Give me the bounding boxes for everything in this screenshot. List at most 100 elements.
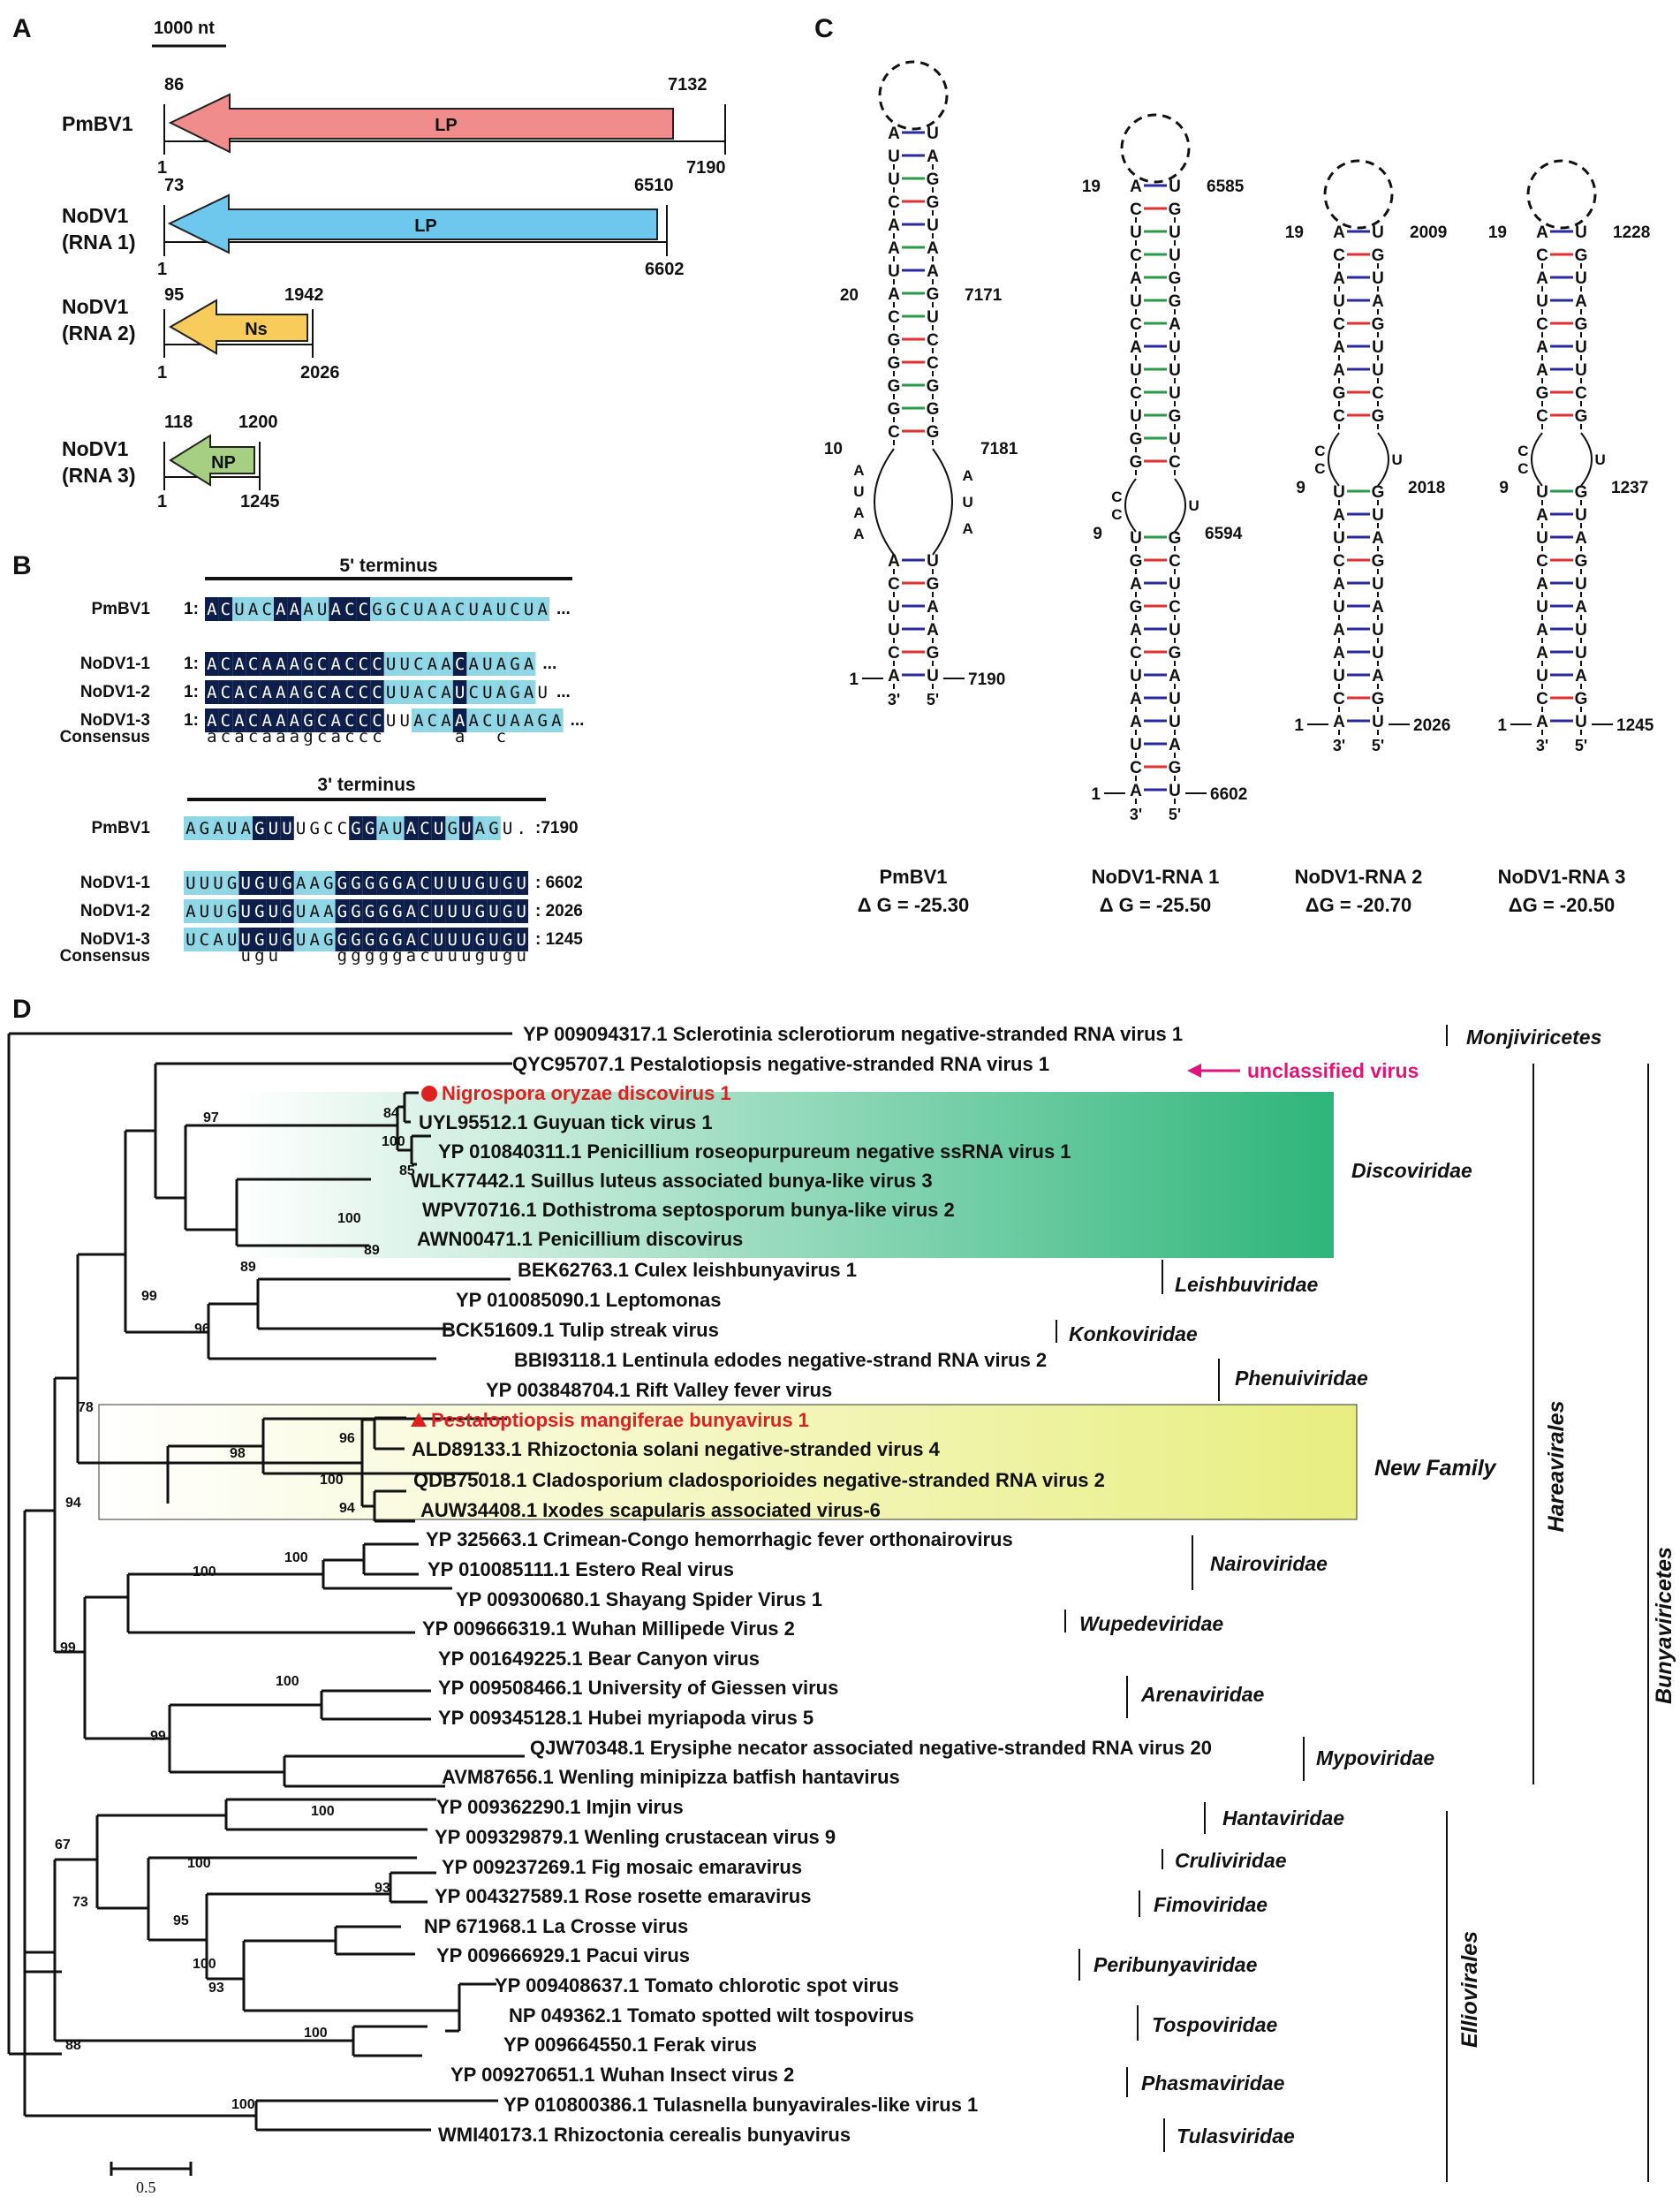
rna-base: U xyxy=(1333,529,1345,548)
rna-base: G xyxy=(1575,552,1588,571)
alignment-cell-shade xyxy=(390,816,405,840)
rna-base: C xyxy=(1130,384,1142,403)
alignment-cell-shade xyxy=(205,680,219,704)
alignment-cell-shade xyxy=(362,871,377,895)
alignment-cell-shade xyxy=(224,928,239,951)
alignment-cell-shade xyxy=(473,871,488,895)
alignment-base: G xyxy=(365,930,375,950)
rna-base: U xyxy=(1169,575,1181,594)
rna-base: G xyxy=(1130,552,1143,571)
alignment-cell-shade xyxy=(232,652,246,676)
alignment-cell-shade xyxy=(521,708,536,732)
rna-base: A xyxy=(1333,223,1345,242)
alignment-base: G xyxy=(475,874,485,893)
alignment-base: U xyxy=(296,819,306,838)
position-label: 9 xyxy=(1093,525,1102,543)
rna-base: A xyxy=(927,148,939,166)
rna-base: U xyxy=(927,667,939,686)
alignment-cell-shade xyxy=(335,928,350,951)
rna-base: G xyxy=(888,331,901,350)
alignment-base: A xyxy=(406,930,417,950)
alignment-base: U xyxy=(524,600,534,619)
panel-label-d: D xyxy=(12,995,32,1024)
taxon-label: YP 325663.1 Crimean-Congo hemorrhagic fe… xyxy=(426,1528,1013,1550)
rna-base: U xyxy=(1536,667,1548,686)
loop-base: A xyxy=(853,526,864,542)
alignment-base: A xyxy=(413,683,424,702)
alignment-base: U xyxy=(200,874,209,893)
alignment-base: A xyxy=(207,711,217,731)
family-konkoviridae: Konkoviridae xyxy=(1069,1322,1198,1345)
rna-base: U xyxy=(927,216,939,235)
rna-base: C xyxy=(1333,407,1345,426)
orf-start: 95 xyxy=(164,285,184,305)
alignment-base: A xyxy=(309,930,320,950)
unclassified-arrowhead xyxy=(1187,1064,1201,1078)
alignment-base: C xyxy=(248,711,258,731)
genome-name-rna1: NoDV1 xyxy=(62,204,129,227)
rna-base: C xyxy=(1130,315,1142,334)
rna-base: U xyxy=(1333,483,1345,502)
alignment-base: U xyxy=(496,711,506,731)
rna-base: G xyxy=(927,170,940,189)
position-label: 1 xyxy=(849,670,859,689)
alignment-base: A xyxy=(524,655,534,674)
taxon-label: WLK77442.1 Suillus luteus associated bun… xyxy=(411,1170,933,1192)
alignment-base: U xyxy=(227,930,237,950)
consensus-base: c xyxy=(221,727,231,746)
alignment-cell-shade xyxy=(197,816,212,840)
alignment-cell-shade xyxy=(314,652,329,676)
alignment-cell-shade xyxy=(335,871,350,895)
rna-base: U xyxy=(1372,269,1384,288)
class-bunyaviricetes: Bunyaviricetes xyxy=(1652,1547,1676,1704)
alignment-base: G xyxy=(475,902,485,921)
alignment-base: U xyxy=(185,930,195,950)
alignment-base: U xyxy=(296,902,306,921)
rna-base: A xyxy=(1536,361,1548,380)
rna-base: G xyxy=(1575,690,1588,708)
alignment-base: U xyxy=(461,902,471,921)
alignment-cell-shade xyxy=(349,899,363,923)
consensus-base: u xyxy=(434,946,443,966)
alignment-base: G xyxy=(227,902,237,921)
alignment-base: A xyxy=(428,655,438,674)
alignment-base: G xyxy=(488,819,498,838)
alignment-cell-shade xyxy=(205,708,219,732)
bootstrap-value: 96 xyxy=(339,1431,355,1446)
discoviridae-highlight xyxy=(237,1092,1334,1258)
rna-base: G xyxy=(1169,529,1182,548)
alignment-cell-shade xyxy=(425,597,440,621)
family-hantaviridae: Hantaviridae xyxy=(1222,1807,1344,1830)
alignment-base: C xyxy=(413,655,423,674)
alignment-cell-shade xyxy=(280,928,294,951)
alignment-cell-shade xyxy=(535,597,549,621)
alignment-cell-shade xyxy=(184,816,198,840)
alignment-cell-shade xyxy=(376,899,390,923)
five-prime-label: 5' xyxy=(927,691,939,708)
alignment-base: G xyxy=(378,902,388,921)
alignment-base: A xyxy=(330,655,341,674)
position-label: 1 xyxy=(1091,785,1101,804)
family-annotations xyxy=(1056,1025,1649,2182)
position-label: 19 xyxy=(1082,178,1101,196)
rna-base: C xyxy=(1333,552,1345,571)
alignment-cell-shade xyxy=(445,871,459,895)
alignment-cell-shade xyxy=(238,871,253,895)
hairpin-loop xyxy=(1120,113,1191,184)
alignment-row-label: NoDV1-2 xyxy=(80,902,150,920)
rna-base: U xyxy=(1333,292,1345,311)
genome-length: 6602 xyxy=(645,260,685,279)
alignment-cell-shade xyxy=(280,816,294,840)
rna-base: U xyxy=(888,598,900,617)
consensus-base: g xyxy=(337,946,347,966)
alignment-cell-shade xyxy=(314,708,329,732)
rna-base: G xyxy=(1536,384,1549,403)
alignment-cell-shade xyxy=(260,680,274,704)
alignment-cell-shade xyxy=(370,652,384,676)
alignment-cell-shade xyxy=(459,928,473,951)
alignment-cell-shade xyxy=(500,928,515,951)
rna-base: C xyxy=(1536,690,1548,708)
taxon-label: WPV70716.1 Dothistroma septosporum bunya… xyxy=(422,1199,955,1221)
rna-base: A xyxy=(1536,644,1548,663)
